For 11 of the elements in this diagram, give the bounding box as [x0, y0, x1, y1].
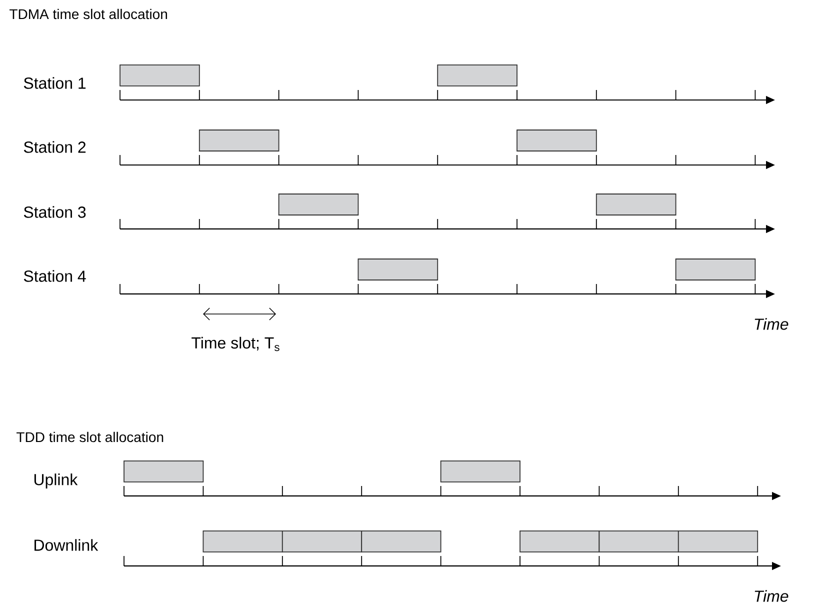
axis-label: Time — [754, 318, 788, 330]
heading: TDD time slot allocation — [16, 432, 164, 442]
dimension-label: Time slot; T$_{s}$ — [192, 336, 280, 352]
row-label: Station 4 — [24, 270, 86, 282]
row-label: Station 1 — [24, 77, 86, 89]
row-label: Downlink — [34, 539, 98, 551]
row-label: Uplink — [34, 474, 78, 488]
row-label: Station 3 — [24, 206, 86, 218]
row-label: Station 2 — [24, 141, 86, 153]
heading: TDMA time slot allocation — [10, 8, 167, 20]
axis-label: Time — [754, 590, 788, 602]
